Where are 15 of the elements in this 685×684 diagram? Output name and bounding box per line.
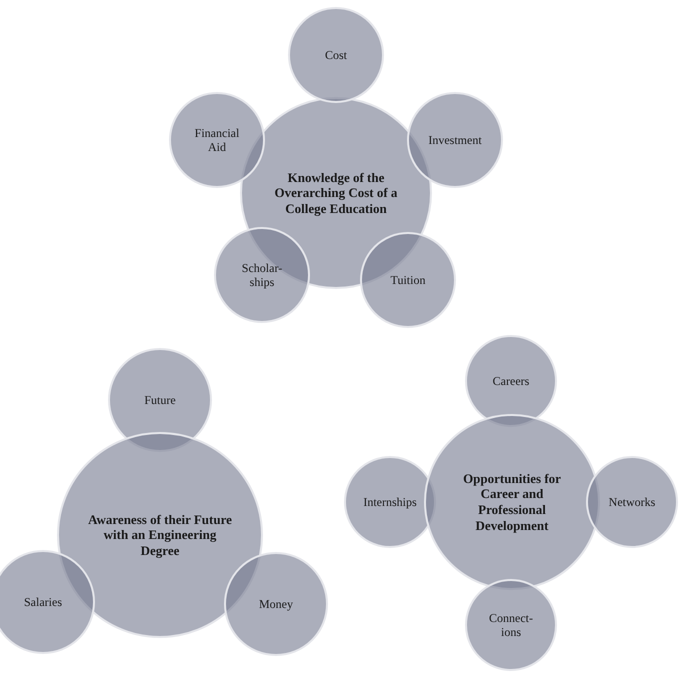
subtopic-label: Financial Aid	[194, 126, 240, 154]
topic-label: Awareness of their Future with an Engineering Degree	[87, 512, 233, 558]
subtopic-label: Money	[259, 596, 293, 612]
subtopic-label: Scholar- ships	[240, 260, 284, 290]
subtopic-label: Connect- ions	[488, 610, 534, 640]
subtopic-label: Investment	[428, 132, 482, 148]
subtopic-label: Future	[144, 392, 176, 408]
topic-label: Opportunities for Career and Professional Development	[462, 470, 562, 534]
subtopic-label: Careers	[492, 374, 530, 388]
topic-label: Knowledge of the Overarching Cost of a College Education	[274, 170, 398, 216]
subtopic-label: Internships	[363, 494, 417, 510]
subtopic-label: Cost	[324, 48, 347, 62]
subtopic-label: Salaries	[24, 594, 62, 610]
subtopic-label: Networks	[608, 494, 656, 510]
subtopic-label: Tuition	[390, 272, 426, 288]
